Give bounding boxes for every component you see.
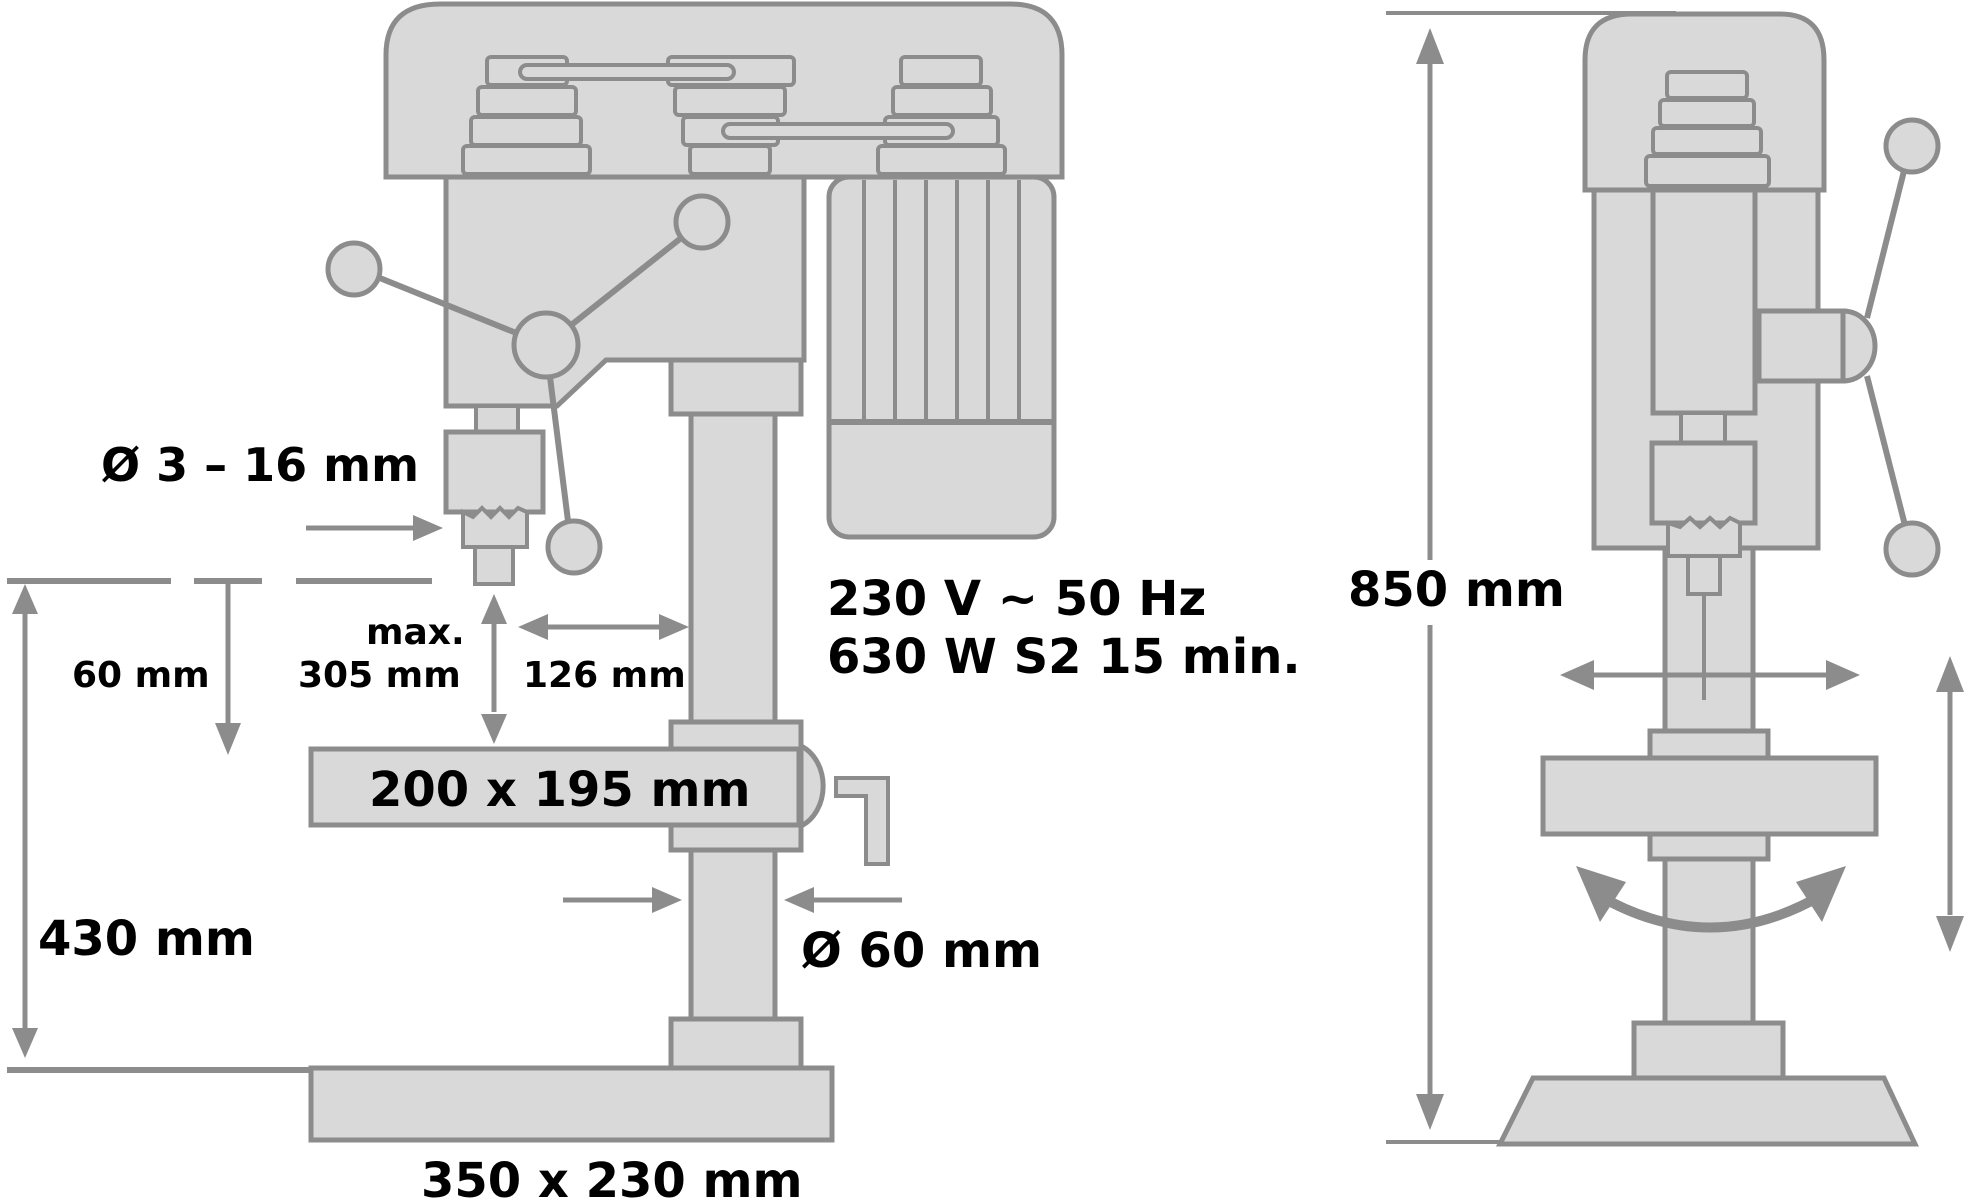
side-feed-lever — [1864, 146, 1913, 319]
max-value-label: 305 mm — [298, 655, 461, 696]
table-swivel-arrow — [1595, 890, 1825, 933]
side-column-foot — [1631, 1020, 1786, 1081]
side-drill-bit — [1686, 554, 1722, 596]
column-foot — [668, 1016, 804, 1071]
drive-belt-lower — [721, 122, 955, 140]
voltage-label: 230 V ~ 50 Hz — [827, 571, 1206, 627]
feed-hub — [511, 310, 581, 380]
power-label: 630 W S2 15 min. — [827, 629, 1301, 685]
spindle-sleeve — [474, 404, 520, 434]
front-view — [308, 1, 1065, 1143]
side-table-collar-bottom — [1647, 831, 1771, 862]
side-table-collar-top — [1647, 728, 1771, 761]
feed-knob — [673, 193, 731, 251]
side-feed-lever — [1864, 375, 1913, 546]
column — [688, 405, 778, 1022]
throat-label: 126 mm — [523, 655, 686, 696]
side-quill — [1650, 182, 1758, 416]
table-clamp-knob — [798, 742, 826, 830]
total-height-label: 850 mm — [1348, 562, 1565, 618]
chuck-range-label: Ø 3 – 16 mm — [101, 438, 419, 492]
side-feed-hub-cap — [1840, 308, 1878, 384]
side-dimensions — [1416, 28, 1964, 1130]
feed-knob — [325, 240, 383, 298]
side-pulley — [1644, 70, 1771, 188]
labels: Ø 3 – 16 mm 60 mm max. 305 mm 126 mm 230… — [38, 438, 1565, 1204]
worktable — [308, 746, 802, 828]
side-feed-knob — [1883, 117, 1941, 175]
side-spindle-sleeve — [1679, 411, 1727, 445]
side-feed-hub — [1756, 308, 1846, 384]
base-size-label: 350 x 230 mm — [421, 1153, 803, 1204]
table-height-label: 430 mm — [38, 911, 255, 967]
side-view — [1386, 11, 1941, 1147]
drill-bit — [473, 545, 515, 586]
column-diameter-label: Ø 60 mm — [801, 923, 1042, 979]
side-feed-knob — [1883, 520, 1941, 578]
table-size-label: 200 x 195 mm — [369, 762, 751, 818]
base-plate — [308, 1065, 835, 1143]
front-dimensions — [7, 515, 902, 1073]
stroke-label: 60 mm — [72, 655, 210, 696]
column-top-collar — [668, 357, 804, 417]
drive-belt-upper — [518, 63, 736, 81]
table-crank-handle — [834, 776, 890, 866]
side-chuck-body — [1649, 440, 1758, 526]
feed-knob — [545, 518, 603, 576]
chuck-body — [443, 429, 546, 515]
side-worktable — [1540, 755, 1879, 837]
side-base — [1495, 1075, 1919, 1147]
max-label: max. — [366, 612, 465, 653]
